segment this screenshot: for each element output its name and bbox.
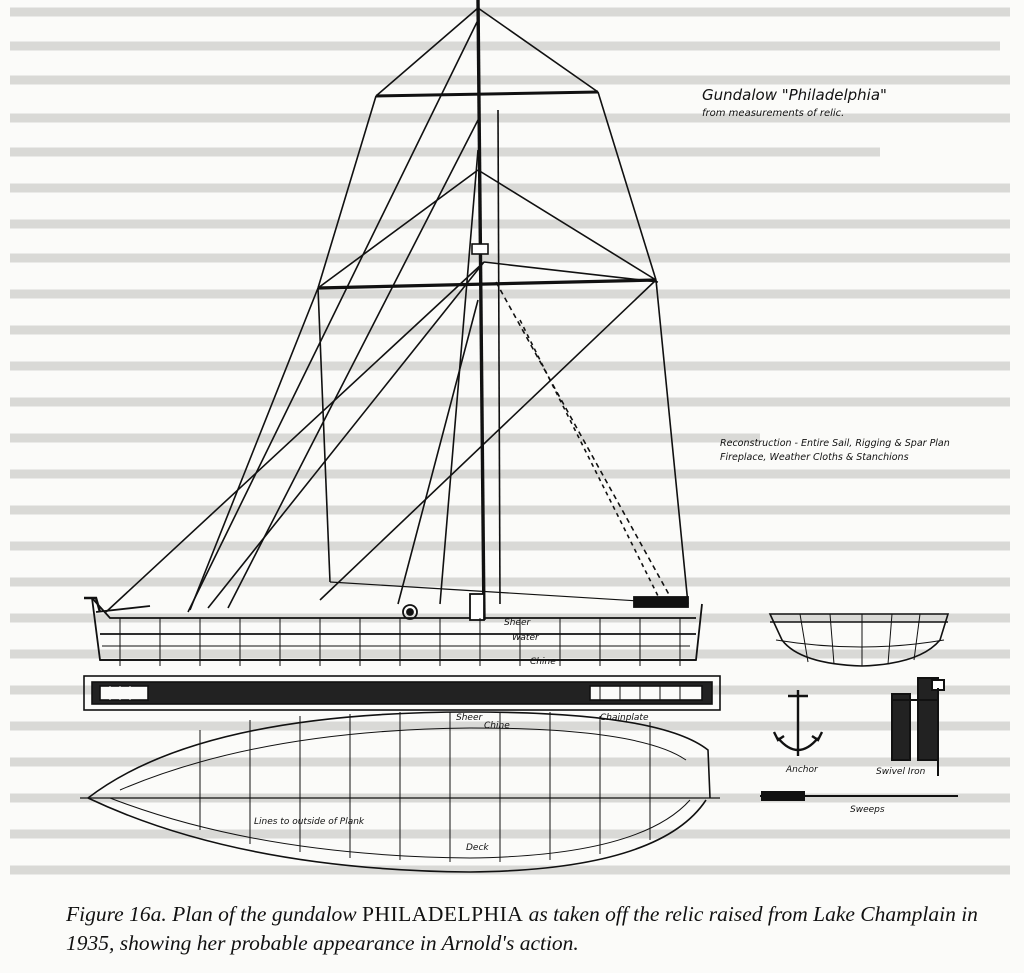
half-breadth-plan	[80, 711, 720, 873]
body-section-view	[768, 613, 950, 667]
label-chine-plan: Chine	[484, 721, 510, 731]
caption-lead: Figure 16a. Plan of the gundalow	[66, 902, 363, 926]
label-chainplate: Chainplate	[600, 713, 649, 723]
drawing-subtitle: from measurements of relic.	[702, 108, 844, 119]
label-anchor: Anchor	[785, 765, 819, 775]
sweeps-drawing	[760, 791, 958, 801]
label-sweeps: Sweeps	[850, 805, 885, 815]
caption-rest: as taken off the relic raised from Lake …	[66, 902, 978, 955]
sail-plan	[105, 0, 689, 621]
reconstruction-note-line-2: Fireplace, Weather Cloths & Stanchions	[720, 452, 909, 463]
figure-caption: Figure 16a. Plan of the gundalow PHILADE…	[66, 900, 986, 958]
label-swivel-iron: Swivel Iron	[876, 767, 926, 777]
label-water: Water	[512, 633, 540, 643]
deck-plan-strip	[83, 675, 721, 711]
swivel-iron-drawing	[891, 677, 945, 776]
label-sheer: Sheer	[504, 618, 531, 628]
reconstruction-note-line-1: Reconstruction - Entire Sail, Rigging & …	[720, 438, 950, 449]
anchor-drawing	[772, 690, 824, 756]
drawing-title: Gundalow "Philadelphia"	[702, 86, 887, 104]
label-chine: Chine	[530, 657, 556, 667]
hull-profile	[84, 593, 703, 666]
ship-plan-drawing: Gundalow "Philadelphia" from measurement…	[10, 0, 1010, 875]
label-lines-to-outside-of-plank: Lines to outside of Plank	[254, 817, 365, 827]
label-sheer-plan: Sheer	[456, 713, 483, 723]
label-deck: Deck	[466, 843, 489, 853]
caption-ship-name: PHILADELPHIA	[362, 902, 524, 926]
